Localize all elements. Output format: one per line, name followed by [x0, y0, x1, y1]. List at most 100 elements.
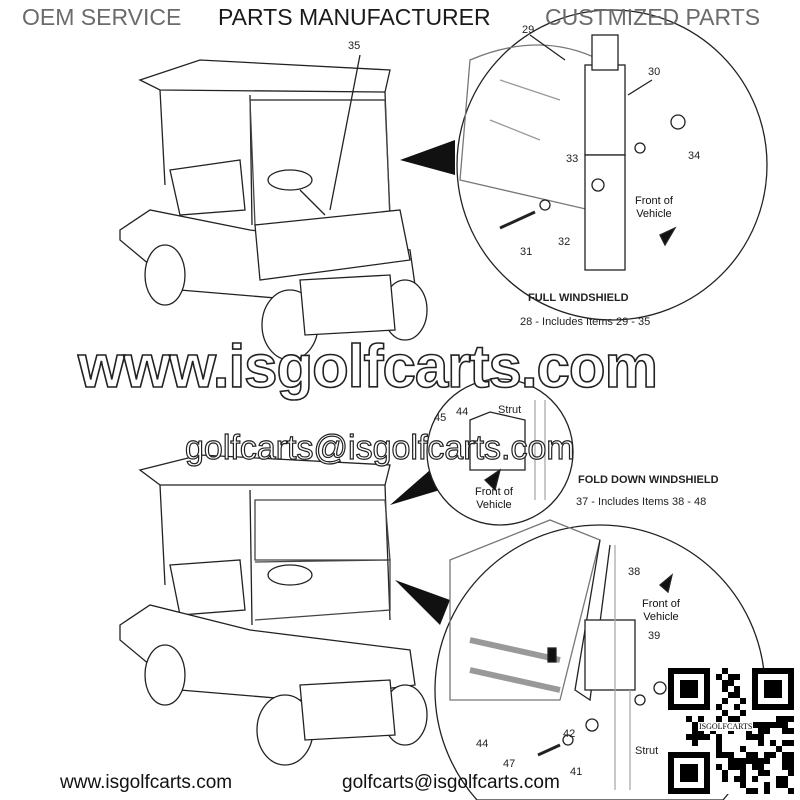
qr-module [740, 758, 746, 764]
qr-module [758, 734, 764, 740]
qr-module [692, 734, 698, 740]
qr-module [734, 758, 740, 764]
qr-module [782, 764, 788, 770]
qr-module [788, 716, 794, 722]
front-of-vehicle-label: Front of Vehicle [635, 195, 673, 220]
qr-module [770, 752, 776, 758]
front-label-line2: Vehicle [643, 610, 679, 623]
header-parts-manufacturer: PARTS MANUFACTURER [218, 4, 491, 30]
header-customized-parts: CUSTMIZED PARTS [545, 4, 761, 30]
qr-module [764, 782, 770, 788]
watermark-website: www.isgolfcarts.com [77, 333, 659, 401]
qr-module [716, 674, 722, 680]
qr-module [758, 728, 764, 734]
qr-module [782, 722, 788, 728]
qr-module [722, 770, 728, 776]
qr-module [722, 698, 728, 704]
full-windshield-title: FULL WINDSHIELD [528, 292, 629, 304]
qr-module [752, 764, 758, 770]
callout-32: 32 [558, 236, 571, 248]
qr-module [716, 746, 722, 752]
qr-module [764, 728, 770, 734]
qr-module [722, 686, 728, 692]
qr-module [722, 668, 728, 674]
callout-30: 30 [648, 66, 661, 78]
qr-module [782, 728, 788, 734]
qr-module [764, 788, 770, 794]
qr-module [752, 776, 758, 782]
qr-module [746, 752, 752, 758]
qr-module [734, 686, 740, 692]
qr-module [716, 734, 722, 740]
front-label-line1: Front of [642, 598, 680, 610]
qr-label: ISGOLFCARTS [698, 722, 754, 732]
strut-label: Strut [498, 404, 522, 416]
qr-module [740, 710, 746, 716]
qr-module [716, 716, 722, 722]
watermark-email: golfcarts@isgolfcarts.com [184, 428, 575, 467]
qr-module [734, 674, 740, 680]
qr-module [764, 752, 770, 758]
qr-module [728, 680, 734, 686]
qr-module [788, 728, 794, 734]
qr-module [764, 722, 770, 728]
strut-label-2: Strut [635, 745, 659, 757]
qr-module [680, 680, 698, 698]
qr-module [740, 764, 746, 770]
qr-module [758, 764, 764, 770]
qr-module [788, 770, 794, 776]
qr-module [698, 734, 704, 740]
qr-module [740, 776, 746, 782]
footer-website: www.isgolfcarts.com [60, 772, 233, 794]
callout-47: 47 [503, 758, 516, 770]
front-label-line2: Vehicle [476, 498, 512, 511]
qr-module [752, 788, 758, 794]
qr-module [782, 782, 788, 788]
header-oem-service: OEM SERVICE [22, 4, 182, 30]
callout-42: 42 [563, 728, 576, 740]
qr-module [782, 740, 788, 746]
qr-module [740, 698, 746, 704]
callout-44: 44 [476, 738, 489, 750]
qr-module [758, 758, 764, 764]
front-label-line1: Front of [635, 195, 673, 207]
qr-module [776, 722, 782, 728]
qr-module [704, 734, 710, 740]
qr-module [740, 746, 746, 752]
callout-29: 29 [522, 24, 535, 36]
qr-module [716, 704, 722, 710]
qr-module [770, 740, 776, 746]
qr-module [776, 746, 782, 752]
callout-31: 31 [520, 246, 533, 258]
qr-module [716, 764, 722, 770]
qr-module [680, 764, 698, 782]
qr-module [764, 770, 770, 776]
qr-module [788, 752, 794, 758]
qr-module [728, 716, 734, 722]
qr-module [728, 674, 734, 680]
qr-module [788, 764, 794, 770]
qr-module [788, 788, 794, 794]
callout-45: 45 [434, 412, 447, 424]
full-windshield-detail [329, 34, 686, 271]
qr-module [752, 722, 758, 728]
qr-module [722, 752, 728, 758]
qr-module [728, 764, 734, 770]
front-of-vehicle-label-detail: Front of Vehicle [475, 486, 513, 511]
qr-module [734, 692, 740, 698]
qr-module [758, 740, 764, 746]
qr-module [686, 734, 692, 740]
qr-module [776, 776, 782, 782]
qr-module [746, 734, 752, 740]
qr-module [788, 758, 794, 764]
qr-module [764, 680, 782, 698]
qr-module [722, 680, 728, 686]
qr-module [728, 758, 734, 764]
qr-module [740, 770, 746, 776]
qr-module [728, 692, 734, 698]
qr-module [776, 716, 782, 722]
qr-module [722, 710, 728, 716]
qr-module [746, 788, 752, 794]
callout-39: 39 [648, 630, 661, 642]
